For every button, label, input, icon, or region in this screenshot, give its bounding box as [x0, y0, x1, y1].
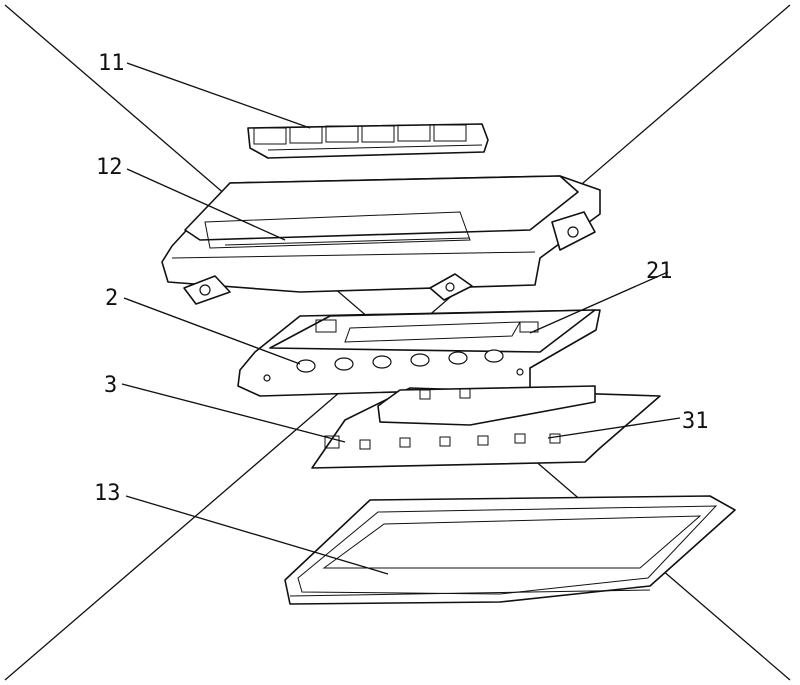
callout-21: 21	[646, 259, 673, 284]
callout-11: 11	[98, 51, 125, 76]
part-12-upper-housing	[161, 175, 601, 305]
part-3-circuit-board	[311, 385, 661, 469]
callout-2: 2	[105, 286, 118, 311]
part-2-frame	[237, 309, 601, 397]
leader-lines	[121, 62, 681, 575]
part-11-button-strip	[247, 123, 489, 159]
callout-31: 31	[682, 409, 709, 434]
callout-3: 3	[104, 373, 117, 398]
callout-13: 13	[94, 481, 121, 506]
part-13-bottom-tray	[284, 495, 736, 605]
callout-labels: 11 12 21 2 3 31 13	[94, 51, 709, 506]
callout-12: 12	[96, 155, 123, 180]
